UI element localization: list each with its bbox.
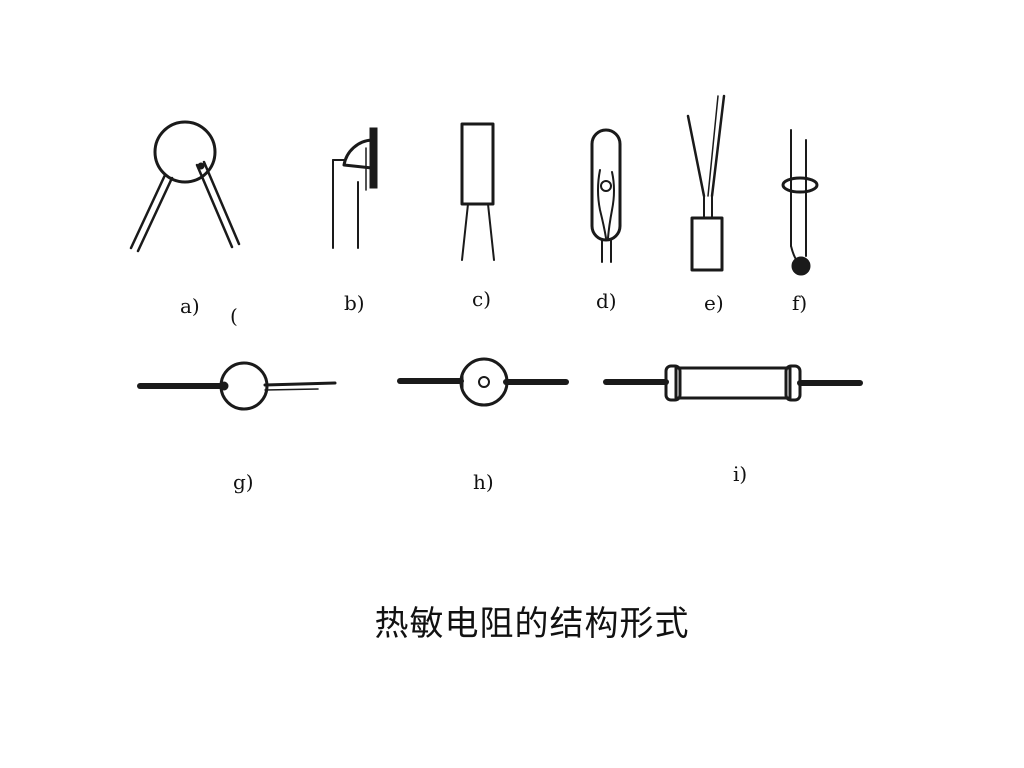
structure-f-bead-probe: f) [781,129,819,315]
label-c: c) [472,287,491,311]
diagram-caption: 热敏电阻的结构形式 [374,604,690,644]
label-h: h) [473,470,494,494]
label-i: i) [733,462,747,486]
label-g: g) [233,470,254,494]
structure-g-axial-bead: g) [137,361,337,494]
structure-c-block: c) [460,122,495,311]
label-f: f) [792,291,807,315]
label-e: e) [704,291,724,315]
structure-i-rod: i) [603,364,863,486]
structure-h-disc-hole: h) [397,357,569,494]
structure-b-bead-plate: b) [332,127,378,315]
structure-e-flake: e) [686,94,726,315]
structure-d-glass-bead: d) [590,128,622,313]
label-b: b) [344,291,365,315]
label-a-mark: ( [230,304,238,328]
label-d: d) [596,289,617,313]
label-a: a) [180,294,200,318]
structure-a-disc: a) ( [129,120,241,328]
